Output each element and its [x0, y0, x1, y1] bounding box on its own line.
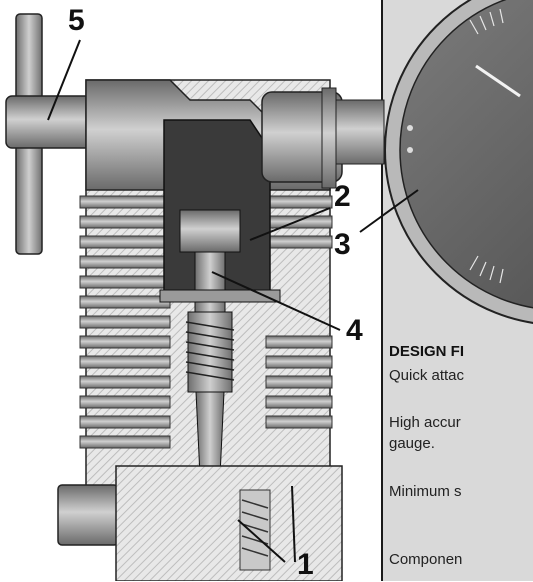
- callout-1: 1: [297, 548, 314, 581]
- feature-high-accuracy: High accur: [389, 414, 461, 431]
- feature-quick-attach: Quick attac: [389, 367, 465, 384]
- cooling-fins: [79, 195, 333, 449]
- callout-5: 5: [68, 4, 85, 37]
- callout-3: 3: [334, 228, 351, 261]
- feature-minimum: Minimum s: [389, 483, 462, 500]
- pressure-gauge: [384, 0, 533, 324]
- lower-port: [57, 465, 343, 581]
- callout-2: 2: [334, 180, 351, 213]
- feature-gauge: gauge.: [389, 435, 435, 452]
- callout-4: 4: [346, 314, 363, 347]
- t-handle: [5, 13, 107, 255]
- inner-chamber: [159, 119, 281, 313]
- callout-leaders: [47, 39, 419, 563]
- feature-components: Componen: [389, 551, 463, 568]
- design-features-title: DESIGN FI: [389, 343, 465, 360]
- gauge-connector: [261, 87, 385, 189]
